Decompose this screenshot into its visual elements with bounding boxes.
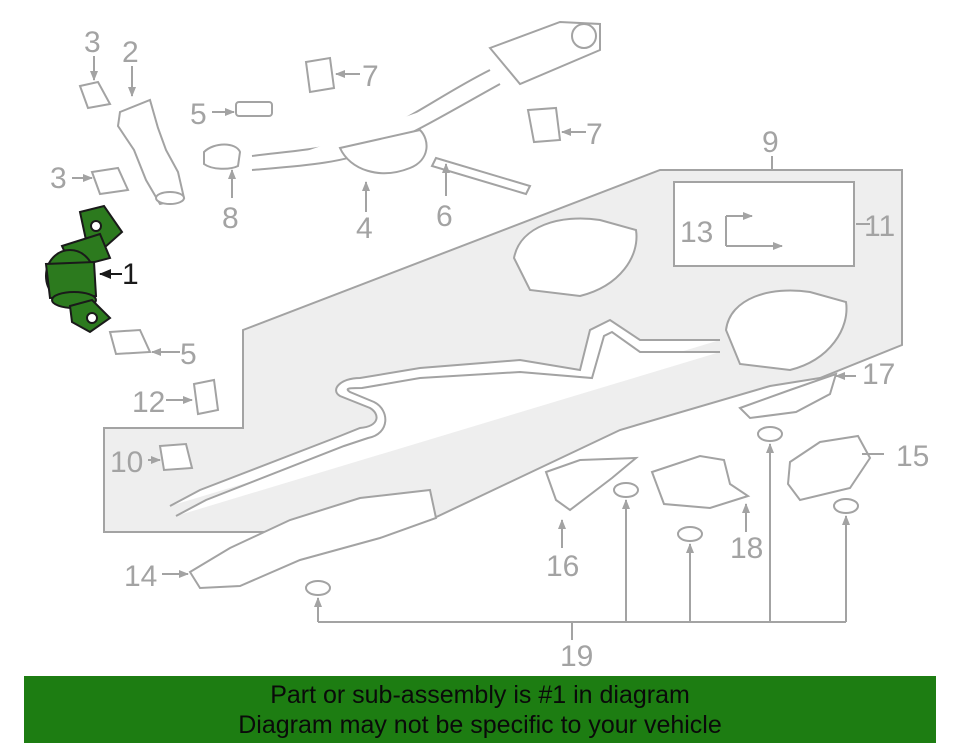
catalytic-converter-highlighted: [44, 204, 124, 334]
callout-2[interactable]: 2: [122, 36, 139, 69]
intermediate-pipe: [251, 20, 601, 175]
banner-line-2: Diagram may not be specific to your vehi…: [238, 711, 722, 739]
callout-12[interactable]: 12: [132, 386, 165, 419]
callout-3[interactable]: 3: [50, 162, 67, 195]
callout-6[interactable]: 6: [436, 200, 453, 233]
callout-9[interactable]: 9: [762, 126, 779, 159]
callout-19[interactable]: 19: [560, 640, 593, 672]
callout-1[interactable]: 1: [122, 258, 139, 291]
callout-17[interactable]: 17: [862, 358, 895, 391]
banner-line-1: Part or sub-assembly is #1 in diagram: [270, 681, 690, 709]
callout-13[interactable]: 13: [680, 216, 713, 249]
gaskets-and-hangers: [108, 56, 562, 472]
callout-4[interactable]: 4: [356, 212, 373, 245]
muffler-assembly: [169, 217, 848, 517]
callout-7[interactable]: 7: [586, 118, 603, 151]
leader-lines: [72, 56, 884, 640]
callout-11[interactable]: 11: [864, 210, 895, 243]
callout-8[interactable]: 8: [222, 202, 239, 235]
callout-14[interactable]: 14: [124, 560, 157, 593]
callout-5[interactable]: 5: [190, 98, 207, 131]
info-banner: Part or sub-assembly is #1 in diagram Di…: [24, 676, 936, 743]
heat-shields: [188, 372, 872, 590]
callout-15[interactable]: 15: [896, 440, 929, 473]
callout-16[interactable]: 16: [546, 550, 579, 583]
clip-nuts: [305, 426, 859, 596]
exhaust-system-diagram: 1 2 3 3 4 5 5 6 7 7 8 9 10 11 12 13 14 1…: [44, 20, 929, 672]
callout-3[interactable]: 3: [84, 26, 101, 59]
exhaust-manifold-converter: [78, 80, 186, 206]
callout-5[interactable]: 5: [180, 338, 197, 371]
callout-7[interactable]: 7: [362, 60, 379, 93]
callout-18[interactable]: 18: [730, 532, 763, 565]
hanger-kit-box: [673, 181, 855, 267]
callout-10[interactable]: 10: [110, 446, 143, 479]
